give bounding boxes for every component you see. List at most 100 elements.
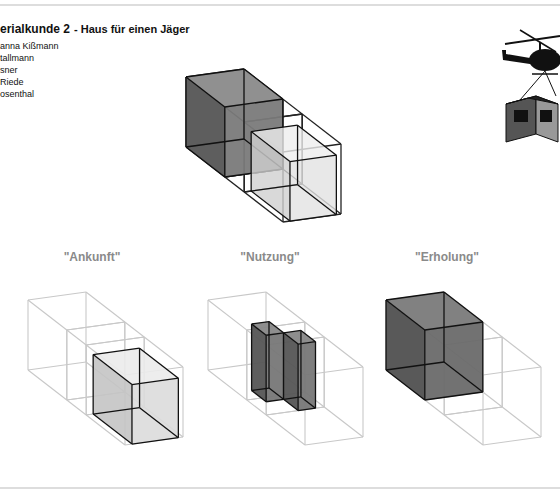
box-edge — [444, 407, 502, 415]
box-edge — [283, 333, 284, 400]
box-edge — [297, 125, 298, 185]
box-edge — [28, 292, 86, 300]
author-name: anna Kißmann — [0, 41, 59, 51]
box-edge — [340, 144, 341, 214]
house-volume — [186, 69, 341, 222]
box-edge — [297, 344, 298, 411]
box-edge — [93, 355, 94, 415]
box-edge — [362, 367, 363, 437]
box-edge — [268, 322, 269, 389]
box-edge — [386, 370, 425, 400]
box-edge — [269, 388, 284, 399]
box-edge — [425, 392, 483, 400]
box-face — [252, 322, 284, 336]
box-edge — [444, 292, 483, 322]
box-edge — [265, 335, 266, 402]
box-edge — [305, 437, 363, 445]
box-edge — [251, 125, 297, 131]
box-edge — [185, 77, 186, 147]
box-edge — [301, 330, 316, 341]
box-edge — [385, 300, 386, 370]
box-edge — [290, 215, 336, 221]
phase-label: "Ankunft" — [64, 250, 121, 264]
box-edge — [66, 330, 67, 400]
box-edge — [483, 367, 541, 375]
box-edge — [131, 385, 132, 445]
box-edge — [182, 367, 183, 437]
box-edge — [444, 362, 541, 437]
box-edge — [66, 330, 67, 400]
box-edge — [246, 330, 247, 400]
box-edge — [425, 322, 483, 330]
box-edge — [252, 322, 269, 324]
box-edge — [27, 300, 28, 370]
helicopter-icon — [502, 30, 560, 142]
box-edge — [252, 388, 269, 390]
box-edge — [93, 414, 132, 444]
box-edge — [132, 438, 178, 444]
box-edge — [93, 348, 139, 354]
box-edge — [386, 362, 444, 370]
helicopter-part — [514, 110, 528, 122]
author-name: sner — [0, 65, 18, 75]
box-edge — [140, 348, 179, 378]
box-face — [386, 292, 483, 330]
box-edge — [86, 345, 87, 415]
author-name: osenthal — [0, 89, 34, 99]
box-edge — [336, 155, 337, 215]
box-edge — [482, 322, 483, 392]
box-edge — [444, 407, 502, 415]
box-edge — [385, 300, 386, 370]
box-edge — [483, 437, 541, 445]
box-edge — [186, 139, 244, 147]
box-edge — [207, 300, 208, 370]
box-face — [93, 348, 178, 384]
box-edge — [139, 348, 140, 408]
box-edge — [251, 132, 252, 192]
phase-label: "Erholung" — [415, 250, 479, 264]
box-edge — [225, 99, 283, 107]
helicopter-part — [506, 96, 558, 104]
box-edge — [252, 391, 267, 402]
box-edge — [298, 185, 337, 215]
box-edge — [502, 337, 503, 407]
box-edge — [93, 355, 132, 385]
box-edge — [290, 155, 336, 161]
author-name: Riede — [0, 77, 24, 87]
author-name: tallmann — [0, 53, 34, 63]
helicopter-part — [502, 50, 530, 64]
box-edge — [266, 333, 283, 335]
box-edge — [386, 300, 425, 330]
box-edge — [252, 324, 267, 335]
helicopter-part — [529, 49, 560, 71]
box-edge — [284, 399, 299, 410]
helicopter-part — [532, 73, 558, 75]
box-edge — [246, 330, 247, 400]
box-edge — [67, 322, 125, 330]
box-edge — [482, 322, 483, 392]
box-edge — [284, 333, 299, 344]
box-edge — [28, 362, 86, 370]
box-edge — [284, 330, 301, 332]
box-edge — [324, 337, 325, 407]
box-edge — [266, 399, 283, 401]
box-edge — [444, 362, 483, 392]
box-edge — [289, 162, 290, 222]
box-face — [186, 69, 283, 107]
box-edge — [93, 408, 139, 414]
box-edge — [251, 185, 297, 191]
box-edge — [208, 292, 266, 300]
box-edge — [244, 69, 283, 99]
box-edge — [86, 337, 144, 345]
box-edge — [251, 132, 290, 162]
helicopter-part — [520, 71, 556, 100]
box-edge — [298, 408, 315, 410]
box-face — [284, 330, 316, 344]
sheet-title: erialkunde 2 — [0, 22, 70, 36]
box-edge — [298, 125, 337, 155]
phase-label: "Nutzung" — [240, 250, 299, 264]
box-edge — [315, 342, 316, 409]
sheet-border — [0, 488, 560, 489]
